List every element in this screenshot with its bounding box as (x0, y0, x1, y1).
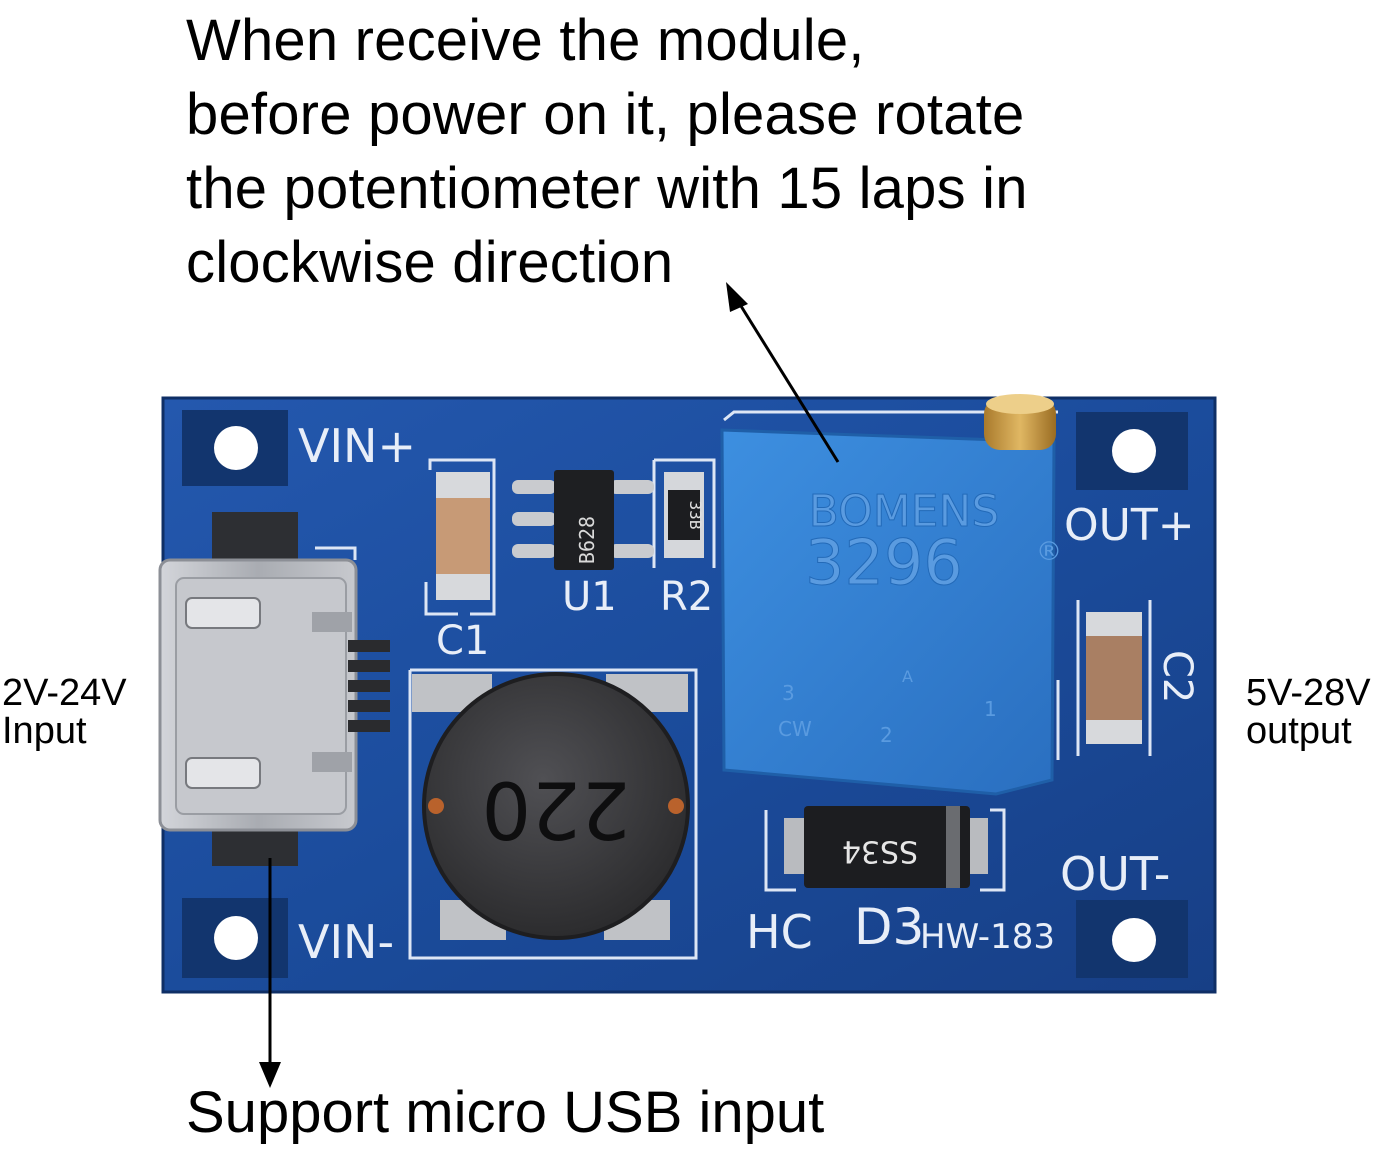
output-voltage-range: 5V-28V (1246, 672, 1371, 714)
mounting-hole-top-left (182, 410, 288, 486)
arrow-to-usb (259, 858, 281, 1088)
output-voltage-label: 5V-28V output (1246, 674, 1371, 750)
potentiometer-3296: BOMENS 3296 ® A 3 1 CW 2 (720, 394, 1062, 796)
pot-cw-label: CW (778, 717, 812, 741)
silkscreen-c1: C1 (436, 618, 489, 664)
inductor-220: 220 (412, 672, 690, 940)
input-voltage-word: Input (2, 710, 87, 752)
silkscreen-out-plus: OUT+ (1064, 500, 1195, 551)
instruction-line-3: the potentiometer with 15 laps in (186, 156, 1028, 221)
capacitor-c1 (436, 472, 490, 600)
mounting-hole-top-right (1076, 412, 1188, 490)
silkscreen-model: HW-183 (920, 917, 1055, 957)
silkscreen-out-minus: OUT- (1060, 847, 1170, 901)
silkscreen-r2: R2 (660, 574, 713, 620)
instruction-line-1: When receive the module, (186, 8, 865, 73)
diode-marking: SS34 (842, 834, 918, 869)
silkscreen-c2: C2 (1154, 650, 1200, 703)
mounting-hole-bottom-right (1076, 900, 1188, 978)
output-voltage-word: output (1246, 710, 1352, 752)
mounting-hole-bottom-left (182, 898, 288, 978)
ic-marking: B628 (575, 516, 599, 564)
inductor-marking: 220 (482, 764, 631, 854)
usb-support-caption: Support micro USB input (186, 1080, 825, 1145)
pot-registered-mark: ® (1036, 537, 1062, 567)
input-voltage-label: 2V-24V Input (2, 674, 127, 750)
silkscreen-hc: HC (746, 905, 813, 959)
pot-pin-3: 3 (782, 681, 795, 705)
instruction-line-4: clockwise direction (186, 230, 674, 295)
pot-model: 3296 (805, 526, 963, 599)
resistor-r2: 33B (664, 472, 705, 558)
pot-small-label: A (902, 667, 913, 686)
input-voltage-range: 2V-24V (2, 672, 127, 714)
pot-brand: BOMENS (809, 486, 1000, 537)
silkscreen-d3: D3 (854, 898, 924, 956)
resistor-marking: 33B (686, 501, 705, 530)
micro-usb-connector (158, 512, 390, 866)
instruction-caption: When receive the module, before power on… (186, 4, 1186, 300)
ic-u1: B628 (512, 470, 654, 570)
silkscreen-u1: U1 (562, 574, 617, 620)
capacitor-c2 (1086, 612, 1142, 744)
instruction-line-2: before power on it, please rotate (186, 82, 1025, 147)
pot-pin-1: 1 (984, 697, 997, 721)
adjustment-screw (984, 394, 1056, 450)
silkscreen-vin-minus: VIN- (298, 915, 394, 969)
diode-d3: SS34 (784, 806, 988, 888)
arrow-to-potentiometer (726, 282, 840, 463)
pot-pin-2: 2 (880, 723, 893, 747)
silkscreen-vin-plus: VIN+ (298, 419, 416, 473)
